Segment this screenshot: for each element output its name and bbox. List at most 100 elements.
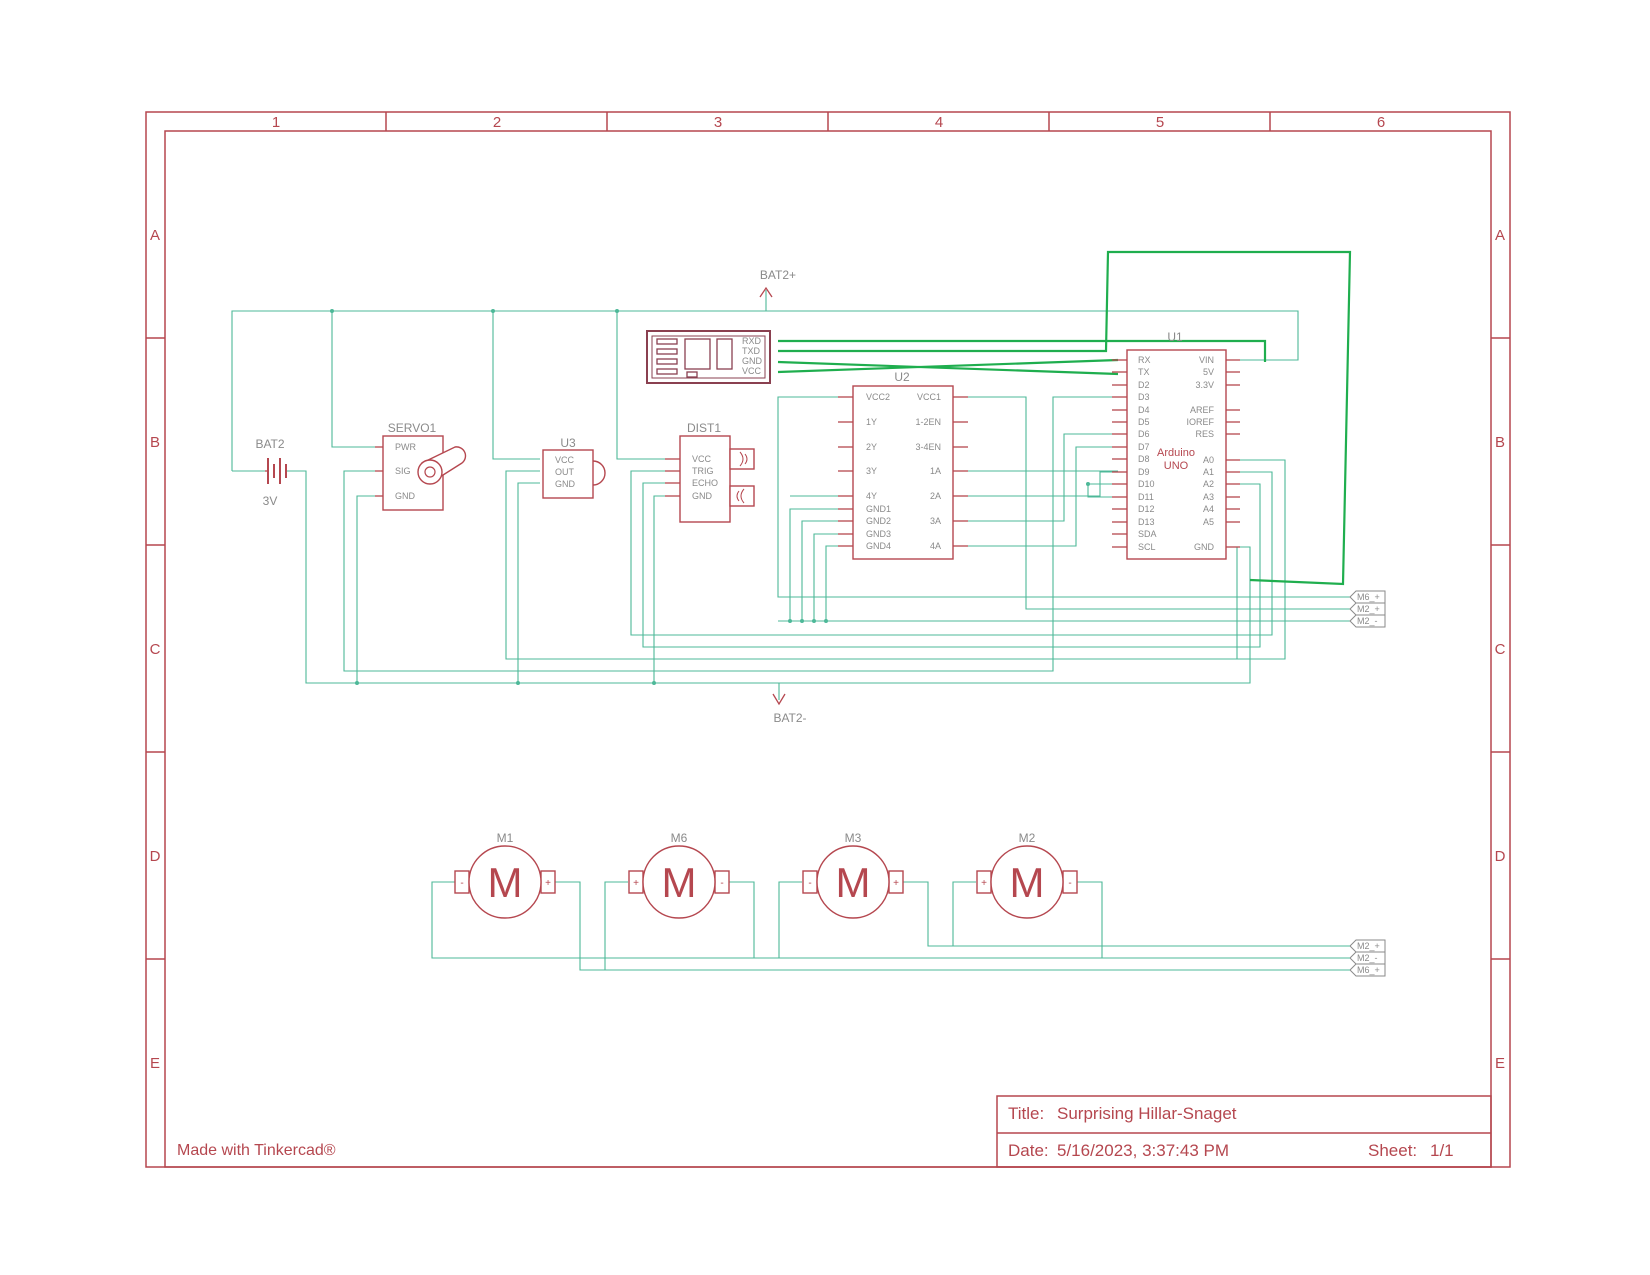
row-label: A — [150, 227, 160, 244]
sheet-frame — [145, 111, 1511, 1168]
u2-pin: 4Y — [866, 491, 877, 501]
u1-pin-label: AREF — [1190, 405, 1215, 415]
motor-m2: M2M+- — [976, 831, 1078, 919]
net-label: M2_- — [1349, 951, 1386, 965]
motor-m3: M3M - + — [802, 831, 904, 919]
u1-pin-label: D5 — [1138, 417, 1150, 427]
u2-pin: 3Y — [866, 466, 877, 476]
bt-pin-gnd: GND — [742, 356, 763, 366]
row-labels: A B C D E A B C D E — [150, 227, 1506, 1072]
u1-pin-label: A2 — [1203, 479, 1214, 489]
servo-horn-icon — [417, 446, 467, 485]
svg-text:-: - — [460, 878, 463, 889]
motor-m6: M6M+- — [628, 831, 730, 919]
svg-text:+: + — [633, 878, 639, 889]
bt-pin-txd: TXD — [742, 346, 761, 356]
u1-pin-label: A3 — [1203, 492, 1214, 502]
net-labels-upper: M6_+M2_+M2_- — [1349, 590, 1386, 628]
ultrasonic-dist1: DIST1 VCC TRIG ECHO GND — [665, 421, 755, 523]
servo-pin-sig: SIG — [395, 466, 411, 476]
column-label: 1 — [272, 114, 280, 131]
svg-text:M3: M3 — [845, 831, 862, 845]
sheet-number: 1/1 — [1430, 1141, 1454, 1160]
u2-name: U2 — [894, 370, 910, 384]
servo-pin-pwr: PWR — [395, 442, 416, 452]
tinkercad-credit: Made with Tinkercad® — [177, 1142, 336, 1159]
u1-pin-label: 5V — [1203, 367, 1214, 377]
svg-text:M6_+: M6_+ — [1357, 965, 1380, 975]
dist1-pin-gnd: GND — [692, 491, 713, 501]
u1-pin-label: IOREF — [1186, 417, 1214, 427]
u1-pin-label: 3.3V — [1195, 380, 1214, 390]
transducer-icon — [729, 448, 755, 507]
svg-text:M2_-: M2_- — [1357, 616, 1378, 626]
u1-pin-label: SDA — [1138, 529, 1157, 539]
u1-pin-label: A4 — [1203, 504, 1214, 514]
sensor-u3: U3 VCC OUT GND — [542, 436, 606, 499]
ir-receiver-dome-icon — [592, 460, 606, 486]
u2-pin: 4A — [930, 541, 941, 551]
wires-upper — [231, 290, 1350, 700]
u1-title: Arduino — [1157, 447, 1195, 459]
net-labels-lower: M2_+M2_- M6_+ — [1349, 939, 1386, 977]
svg-text:-: - — [808, 878, 811, 889]
svg-text:M2_-: M2_- — [1357, 953, 1378, 963]
power-symbol-bottom: BAT2- — [772, 693, 807, 725]
column-label: 3 — [714, 114, 722, 131]
bt-pin-vcc: VCC — [742, 366, 762, 376]
u1-pin-label: RES — [1195, 429, 1214, 439]
u2-pin: GND2 — [866, 516, 891, 526]
motor-wires — [431, 881, 1350, 971]
u1-pin-label: D3 — [1138, 392, 1150, 402]
u1-pin-label: A5 — [1203, 517, 1214, 527]
servo-servo1: SERVO1 PWR SIG GND — [375, 421, 467, 511]
u1-pin-label: D6 — [1138, 429, 1150, 439]
u2-pin: 1-2EN — [915, 417, 941, 427]
u1-pin-label: TX — [1138, 367, 1150, 377]
u1-pin-label: D11 — [1138, 492, 1154, 502]
row-label: C — [150, 641, 161, 658]
junction-dots — [330, 309, 1090, 685]
u2-pin: VCC1 — [917, 392, 941, 402]
u1-pin-label: D8 — [1138, 454, 1150, 464]
column-label: 5 — [1156, 114, 1164, 131]
motor-icon: M — [1010, 859, 1045, 906]
drawing-date: 5/16/2023, 3:37:43 PM — [1057, 1141, 1229, 1160]
u1-pin-label: D7 — [1138, 442, 1150, 452]
column-label: 2 — [493, 114, 501, 131]
net-label: M2_- — [1349, 614, 1386, 628]
antenna-trace-icon — [656, 338, 733, 378]
svg-text:-: - — [1068, 878, 1071, 889]
arduino-u1: U1 Arduino UNO RXTXD2D3D4D5D6D7D8D9D10D1… — [1112, 330, 1240, 560]
u2-pin: 2Y — [866, 442, 877, 452]
u1-pin-label: D4 — [1138, 405, 1150, 415]
net-label: M6_+ — [1349, 963, 1386, 977]
net-label: M6_+ — [1349, 590, 1386, 604]
servo-pin-gnd: GND — [395, 491, 416, 501]
u2-pin: 3-4EN — [915, 442, 941, 452]
u2-pin: 2A — [930, 491, 941, 501]
svg-text:-: - — [720, 878, 723, 889]
title-label: Title: — [1008, 1104, 1044, 1123]
svg-text:+: + — [893, 878, 899, 889]
power-symbol-top: BAT2+ — [759, 268, 796, 298]
servo-name: SERVO1 — [388, 421, 437, 435]
svg-text:+: + — [545, 878, 551, 889]
u2-pin: 1A — [930, 466, 941, 476]
row-label: E — [1495, 1055, 1505, 1072]
sheet-label: Sheet: — [1368, 1141, 1417, 1160]
u1-title: UNO — [1164, 460, 1189, 472]
row-label: A — [1495, 227, 1505, 244]
svg-text:M1: M1 — [497, 831, 514, 845]
u3-pin-gnd: GND — [555, 479, 576, 489]
wires-bluetooth — [777, 250, 1352, 586]
motor-icon: M — [836, 859, 871, 906]
motor-m1: M1M - + — [454, 831, 556, 919]
u1-pin-label: A1 — [1203, 467, 1214, 477]
u1-pin-label: D13 — [1138, 517, 1155, 527]
battery-name: BAT2 — [255, 437, 284, 451]
motor-icon: M — [488, 859, 523, 906]
drawing-title: Surprising Hillar-Snaget — [1057, 1104, 1237, 1123]
net-label: M2_+ — [1349, 939, 1386, 953]
